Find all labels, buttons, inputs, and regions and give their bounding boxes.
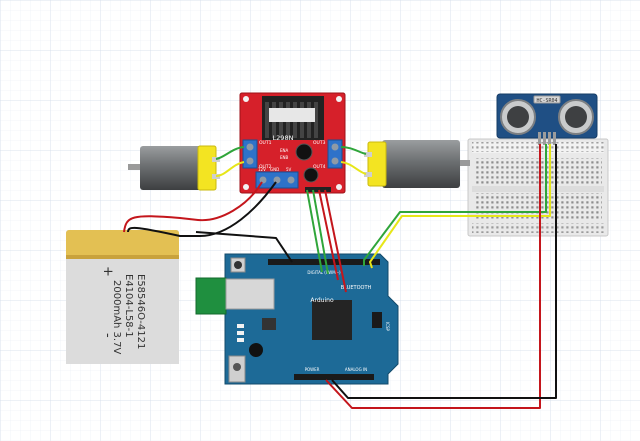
breadboard [467, 138, 609, 237]
arduino-shield-label: BLUETOOTH [341, 285, 372, 291]
driver-out3-label: OUT3 [313, 140, 326, 146]
driver-out2-label: OUT2 [259, 164, 272, 170]
driver-ena-label: ENA [280, 148, 289, 153]
arduino-digital-label: DIGITAL (PWM~) [307, 270, 341, 275]
wire-driver-in1 [306, 189, 323, 273]
l298n-driver: L298N OUT1 OUT2 OUT3 OUT4 12V GND 5V ENB… [239, 92, 346, 194]
dc-motor-left [128, 145, 220, 191]
battery-label-line3: 2000mAh 3.7V [111, 280, 122, 354]
driver-12v-label: 12V [258, 167, 266, 172]
arduino-brand: Arduino [310, 297, 334, 304]
lipo-battery: + - E58546O-4121 E4104-L58-1 2000mAh 3.7… [66, 230, 179, 364]
wire-sensor-gnd [331, 144, 557, 399]
wire-gnd-to-arduino [195, 231, 293, 263]
driver-gnd-label: GND [270, 167, 279, 172]
battery-plus-sign: + [100, 266, 115, 277]
driver-out4-label: OUT4 [313, 164, 326, 170]
driver-enb-label: ENB [280, 155, 289, 160]
arduino-analog-label: ANALOG IN [345, 367, 367, 372]
wire-sensor-vcc [325, 144, 541, 409]
wire-battery-plus [123, 181, 263, 233]
battery-label-line2: E4104-L58-1 [123, 274, 134, 338]
wire-driver-in2 [312, 189, 329, 275]
sensor-model: HC-SR04 [536, 98, 557, 104]
ultrasonic-sensor: HC-SR04 [496, 93, 598, 145]
arduino-power-label: POWER [305, 367, 320, 372]
motor-leads [215, 146, 367, 177]
battery-minus-sign: - [100, 333, 115, 338]
wire-sensor-echo [369, 144, 551, 269]
arduino-icsp-label: ICSP [385, 322, 390, 332]
wire-battery-minus [127, 181, 277, 237]
driver-out1-label: OUT1 [259, 140, 272, 146]
driver-5v-label: 5V [286, 167, 292, 172]
wires [123, 144, 557, 409]
arduino-board: Arduino BLUETOOTH DIGITAL (PWM~) POWER A… [195, 253, 399, 385]
driver-name: L298N [273, 134, 294, 142]
wire-sensor-trig [363, 144, 547, 266]
wire-driver-in3 [318, 189, 339, 281]
dc-motor-right [364, 140, 470, 188]
wire-driver-in4 [324, 189, 347, 293]
battery-label-line1: E58546O-4121 [135, 274, 146, 349]
